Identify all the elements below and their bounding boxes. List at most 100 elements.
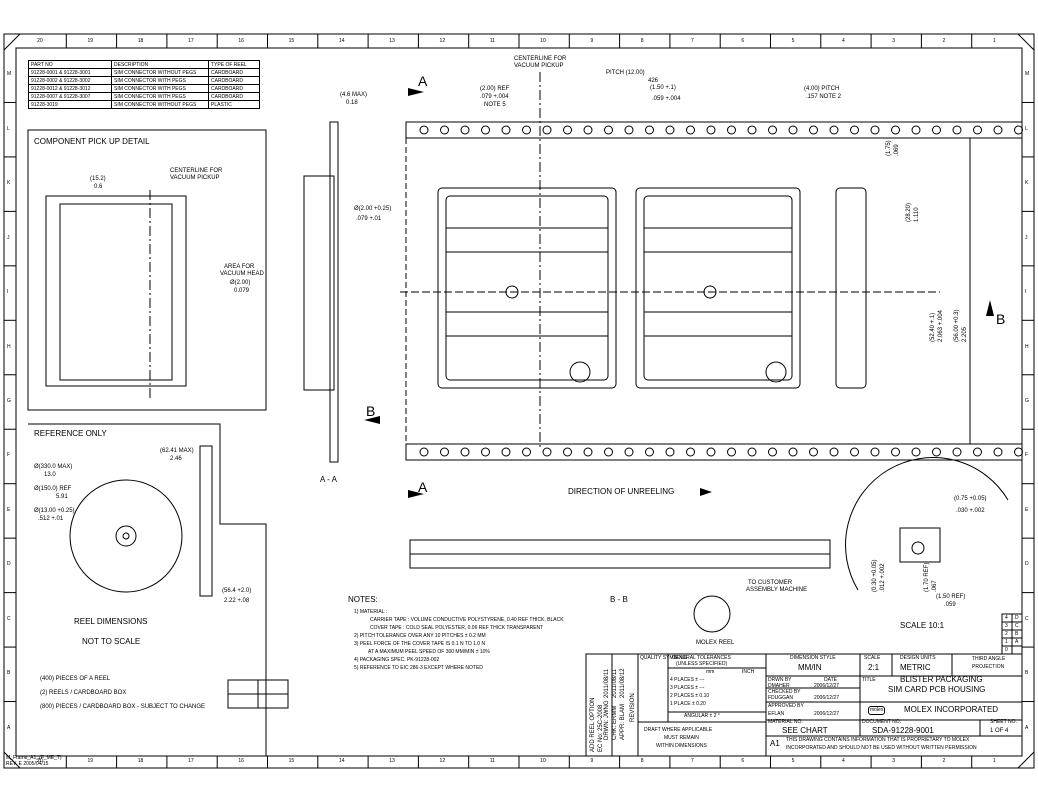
sprocket-hole [419,447,429,457]
sprocket-hole [645,447,654,457]
border-column-number: 14 [338,38,345,44]
dim-059b: .059 [944,602,956,608]
sprocket-hole [911,125,921,135]
dim-170: (1.70 REF) [924,562,930,592]
sprocket-hole [952,125,962,135]
view-bb: B - B [610,595,628,604]
cell: PLASTIC [208,100,260,109]
arrow-b-right [986,300,994,316]
note-line: 2) PITCH TOLERANCE OVER ANY 10 PITCHES ±… [354,633,486,639]
sprocket-hole [1014,125,1023,135]
sprocket-hole [973,447,982,457]
title-line-1: BLISTER PACKAGING [900,675,983,684]
dia-label: Ø(2.00) [230,280,251,286]
places4: 4 PLACES ± --- [670,677,705,683]
border-row-letter: I [1025,289,1027,296]
cell: CARDBOARD [208,92,260,101]
sprocket-hole [788,447,798,457]
border-column-number: 16 [238,758,244,764]
section-a-bottom: A [418,479,428,495]
arrow-a-top [408,88,424,96]
dim-15-2: (15.2) [90,176,106,182]
dim-069: .069 [894,144,900,156]
sprocket-hole [481,447,490,457]
scale-label: SCALE 10:1 [900,621,945,630]
dim-175: (1.75) [886,140,892,156]
header-type: TYPE OF REEL [208,60,260,69]
gen-tol: GENERAL TOLERANCES [672,655,731,661]
sprocket-hole [686,125,695,135]
sprocket-hole [419,125,429,135]
sheet-number: 1 OF 4 [990,728,1009,734]
sprocket-hole [891,447,900,457]
border-column-number: 15 [288,38,295,44]
centerline-main: CENTERLINE FOR [514,56,567,62]
sprocket-hole [747,447,757,457]
proprietary-1: THIS DRAWING CONTAINS INFORMATION THAT I… [786,737,970,743]
sprocket-hole [604,447,613,457]
rev-add-reel: ADD REEL OPTION [590,697,596,752]
border-row-letter: C [1025,615,1029,622]
not-to-scale: NOT TO SCALE [82,637,141,646]
chk-date: 2006/12/27 [814,695,840,701]
date-l: DATE [824,677,837,683]
border-row-letter: A [7,724,11,731]
pickup-detail-title: COMPONENT PICK UP DETAIL [34,137,150,146]
cell: SIM CONNECTOR WITHOUT PEGS [111,100,209,109]
reel-note-2: (2) REELS / CARDBOARD BOX [40,690,127,696]
border-column-number: 8 [640,758,644,764]
area-label-2: VACUUM HEAD [220,271,264,277]
sprocket-hole [645,125,654,135]
dim-5240: (52.40 +.1) [930,312,936,342]
rev-date3: 2011/08/12 [620,668,626,698]
border-column-number: 17 [188,758,194,764]
scale-v: 2:1 [868,663,880,672]
border-column-number: 10 [540,758,546,764]
centerline-label-2: VACUUM PICKUP [170,175,220,181]
sprocket-hole [850,447,859,457]
dia-200: Ø(2.00 +0.25) [354,206,392,212]
must-remain: MUST REMAIN [664,735,699,741]
border-row-letter: G [7,398,11,404]
border-column-number: 5 [791,38,795,44]
sprocket-hole [583,447,593,457]
dia-inch: 0.079 [234,288,250,294]
border-column-number: 14 [338,758,345,764]
sprocket-hole [563,125,572,135]
sprocket-hole [747,125,757,135]
design-units: METRIC [900,663,931,672]
border-column-number: 6 [741,38,745,44]
section-b-right: B [996,311,1006,327]
sprocket-hole [993,447,1003,457]
file-rev: REV. E 2005/04/15 [6,761,49,767]
note-line: 3) PEEL FORCE OF THE COVER TAPE IS 0.1 N… [354,641,486,647]
ref-w: (56.4 +2.0) [222,588,252,594]
file-name: M_Frame_A1_(F_ME_T) [6,755,62,761]
sprocket-hole [768,447,777,457]
sprocket-hole [542,447,552,457]
note-line: 5) REFERENCE TO EIC 286-3 EXCEPT WHERE N… [354,665,483,671]
rev-stack-2: 2 [1005,631,1008,637]
sprocket-hole [686,447,695,457]
area-label: AREA FOR [224,264,255,270]
sprocket-hole [993,125,1003,135]
border-row-letter: L [7,125,10,132]
ref-d1: Ø(330.0 MAX) [34,464,73,470]
view-aa: A - A [320,475,337,484]
cell: SIM CONNECTOR WITH PEGS [111,92,209,101]
sprocket-hole [829,447,839,457]
arrow-direction [700,488,712,496]
ref-d1b: 13.0 [44,472,56,478]
border-column-number: 15 [288,758,295,764]
unless: (UNLESS SPECIFIED) [676,661,728,667]
notes-title: NOTES: [348,595,378,604]
size-label: A1 [770,739,780,748]
dim-067: .067 [932,580,938,592]
rev-val-a: A [1015,639,1019,645]
dia-079: .079 +.01 [356,216,382,222]
parts-table: PART NO DESCRIPTION TYPE OF REEL 91228-0… [28,60,260,109]
border-row-letter: G [1025,398,1029,404]
rev-stack-1: 1 [1005,639,1008,645]
sprocket-hole [727,447,736,457]
angular: ANGULAR ± 2 ° [684,713,720,719]
